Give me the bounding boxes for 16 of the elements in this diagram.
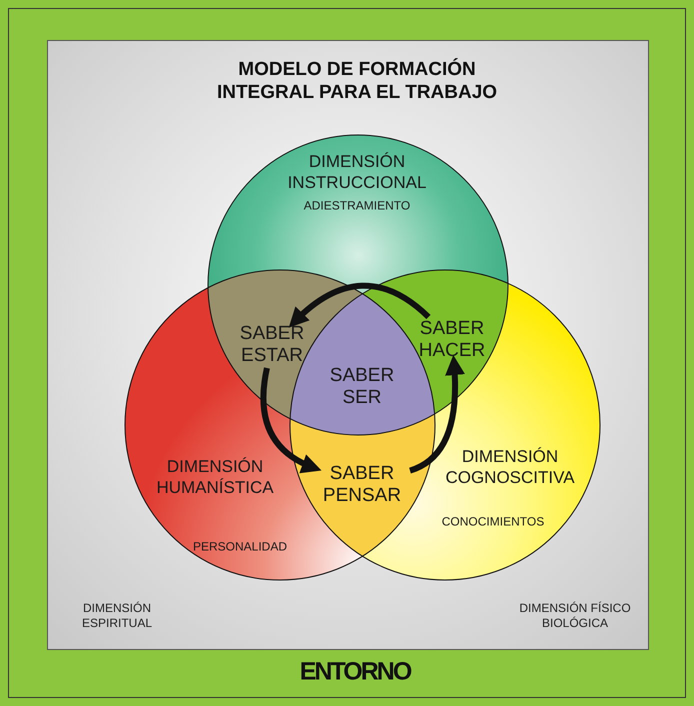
dimension-label: DIMENSIÓN HUMANÍSTICA (155, 456, 275, 498)
dimension-label: DIMENSIÓN INSTRUCCIONAL (286, 150, 428, 194)
curved-arrow (260, 367, 322, 472)
dimension-subtitle: PERSONALIDAD (192, 540, 288, 554)
title: MODELO DE FORMACIÓN INTEGRAL PARA EL TRABAJO (216, 58, 498, 104)
environment-label: ENTORNO (298, 656, 412, 688)
overlap-label: SABER ESTAR (227, 322, 317, 368)
dimension-label: DIMENSIÓN COGNOSCITIVA (444, 446, 576, 488)
curved-arrow (288, 282, 430, 328)
overlap-label: SABER HACER (410, 317, 494, 363)
overlap-label: SABER SER (322, 364, 402, 410)
overlap-label: SABER PENSAR (314, 462, 410, 508)
dimension-subtitle: CONOCIMIENTOS (440, 514, 546, 530)
dimension-label: DIMENSIÓN FÍSICO BIOLÓGICA (518, 601, 632, 631)
dimension-label: DIMENSIÓN ESPIRITUAL (80, 601, 154, 631)
dimension-subtitle: ADIESTRAMIENTO (302, 198, 412, 214)
